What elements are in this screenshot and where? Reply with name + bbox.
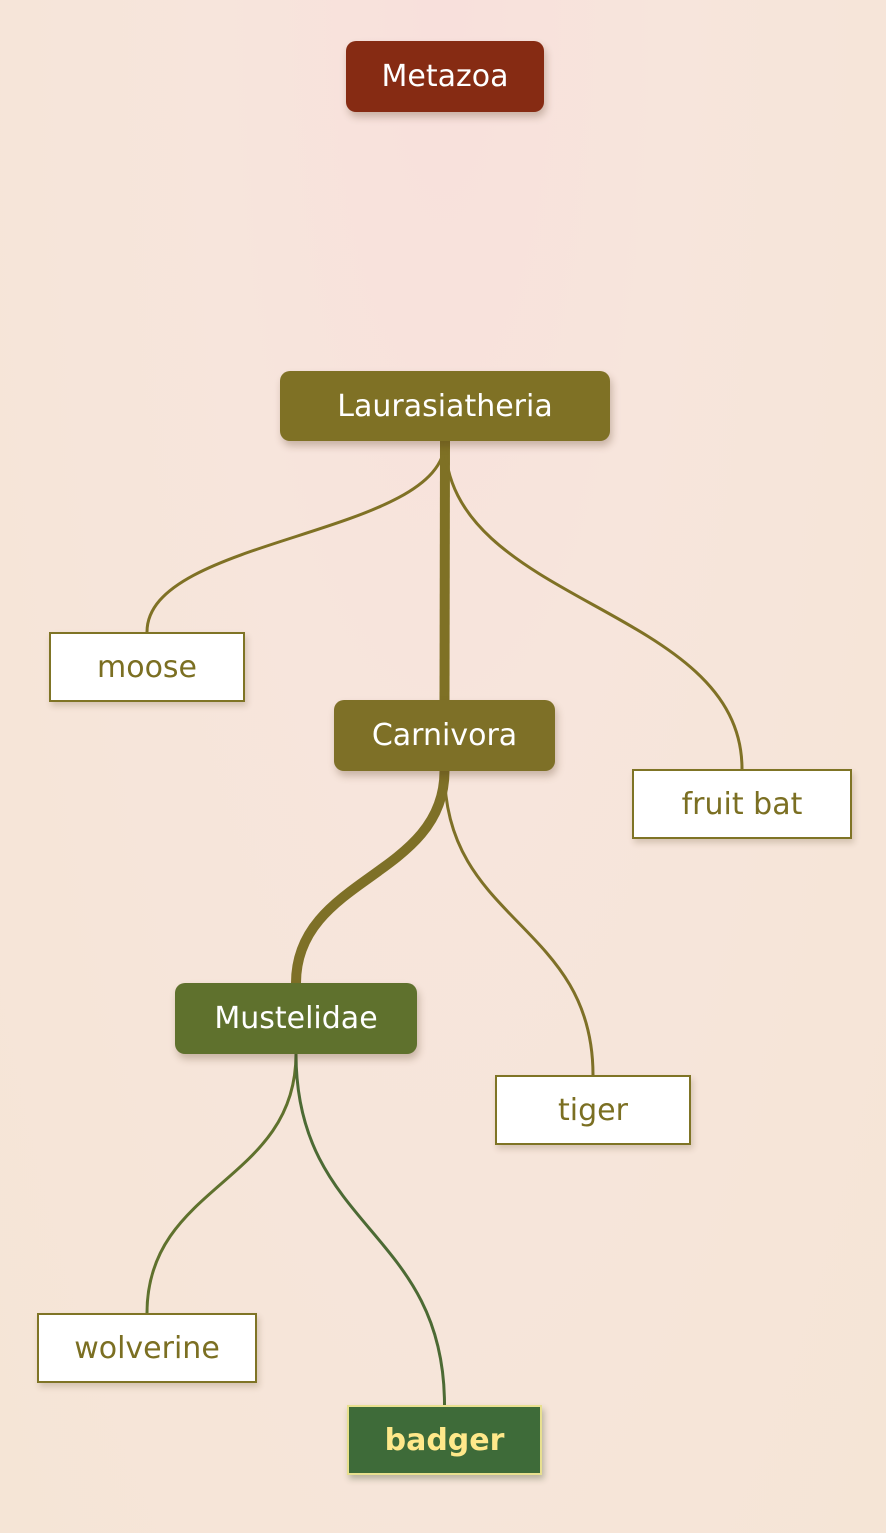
node-mustelidae[interactable]: Mustelidae (175, 983, 417, 1054)
leaf-moose[interactable]: moose (49, 632, 245, 702)
leaf-badger-highlighted[interactable]: badger (347, 1405, 542, 1475)
edge-carnivora-tiger (443, 770, 595, 1076)
leaf-tiger[interactable]: tiger (495, 1075, 691, 1145)
leaf-fruit-bat[interactable]: fruit bat (632, 769, 852, 839)
edge-laurasiatheria-carnivora (439, 440, 450, 701)
edge-mustelidae-badger (294, 1053, 446, 1406)
node-laurasiatheria[interactable]: Laurasiatheria (280, 371, 610, 441)
edge-laurasiatheria-moose (145, 440, 447, 633)
edge-mustelidae-wolverine (145, 1053, 298, 1314)
edge-carnivora-mustelidae (291, 770, 450, 984)
edge-laurasiatheria-fruit_bat (443, 440, 744, 770)
node-metazoa[interactable]: Metazoa (346, 41, 544, 112)
node-carnivora[interactable]: Carnivora (334, 700, 555, 771)
leaf-wolverine[interactable]: wolverine (37, 1313, 257, 1383)
